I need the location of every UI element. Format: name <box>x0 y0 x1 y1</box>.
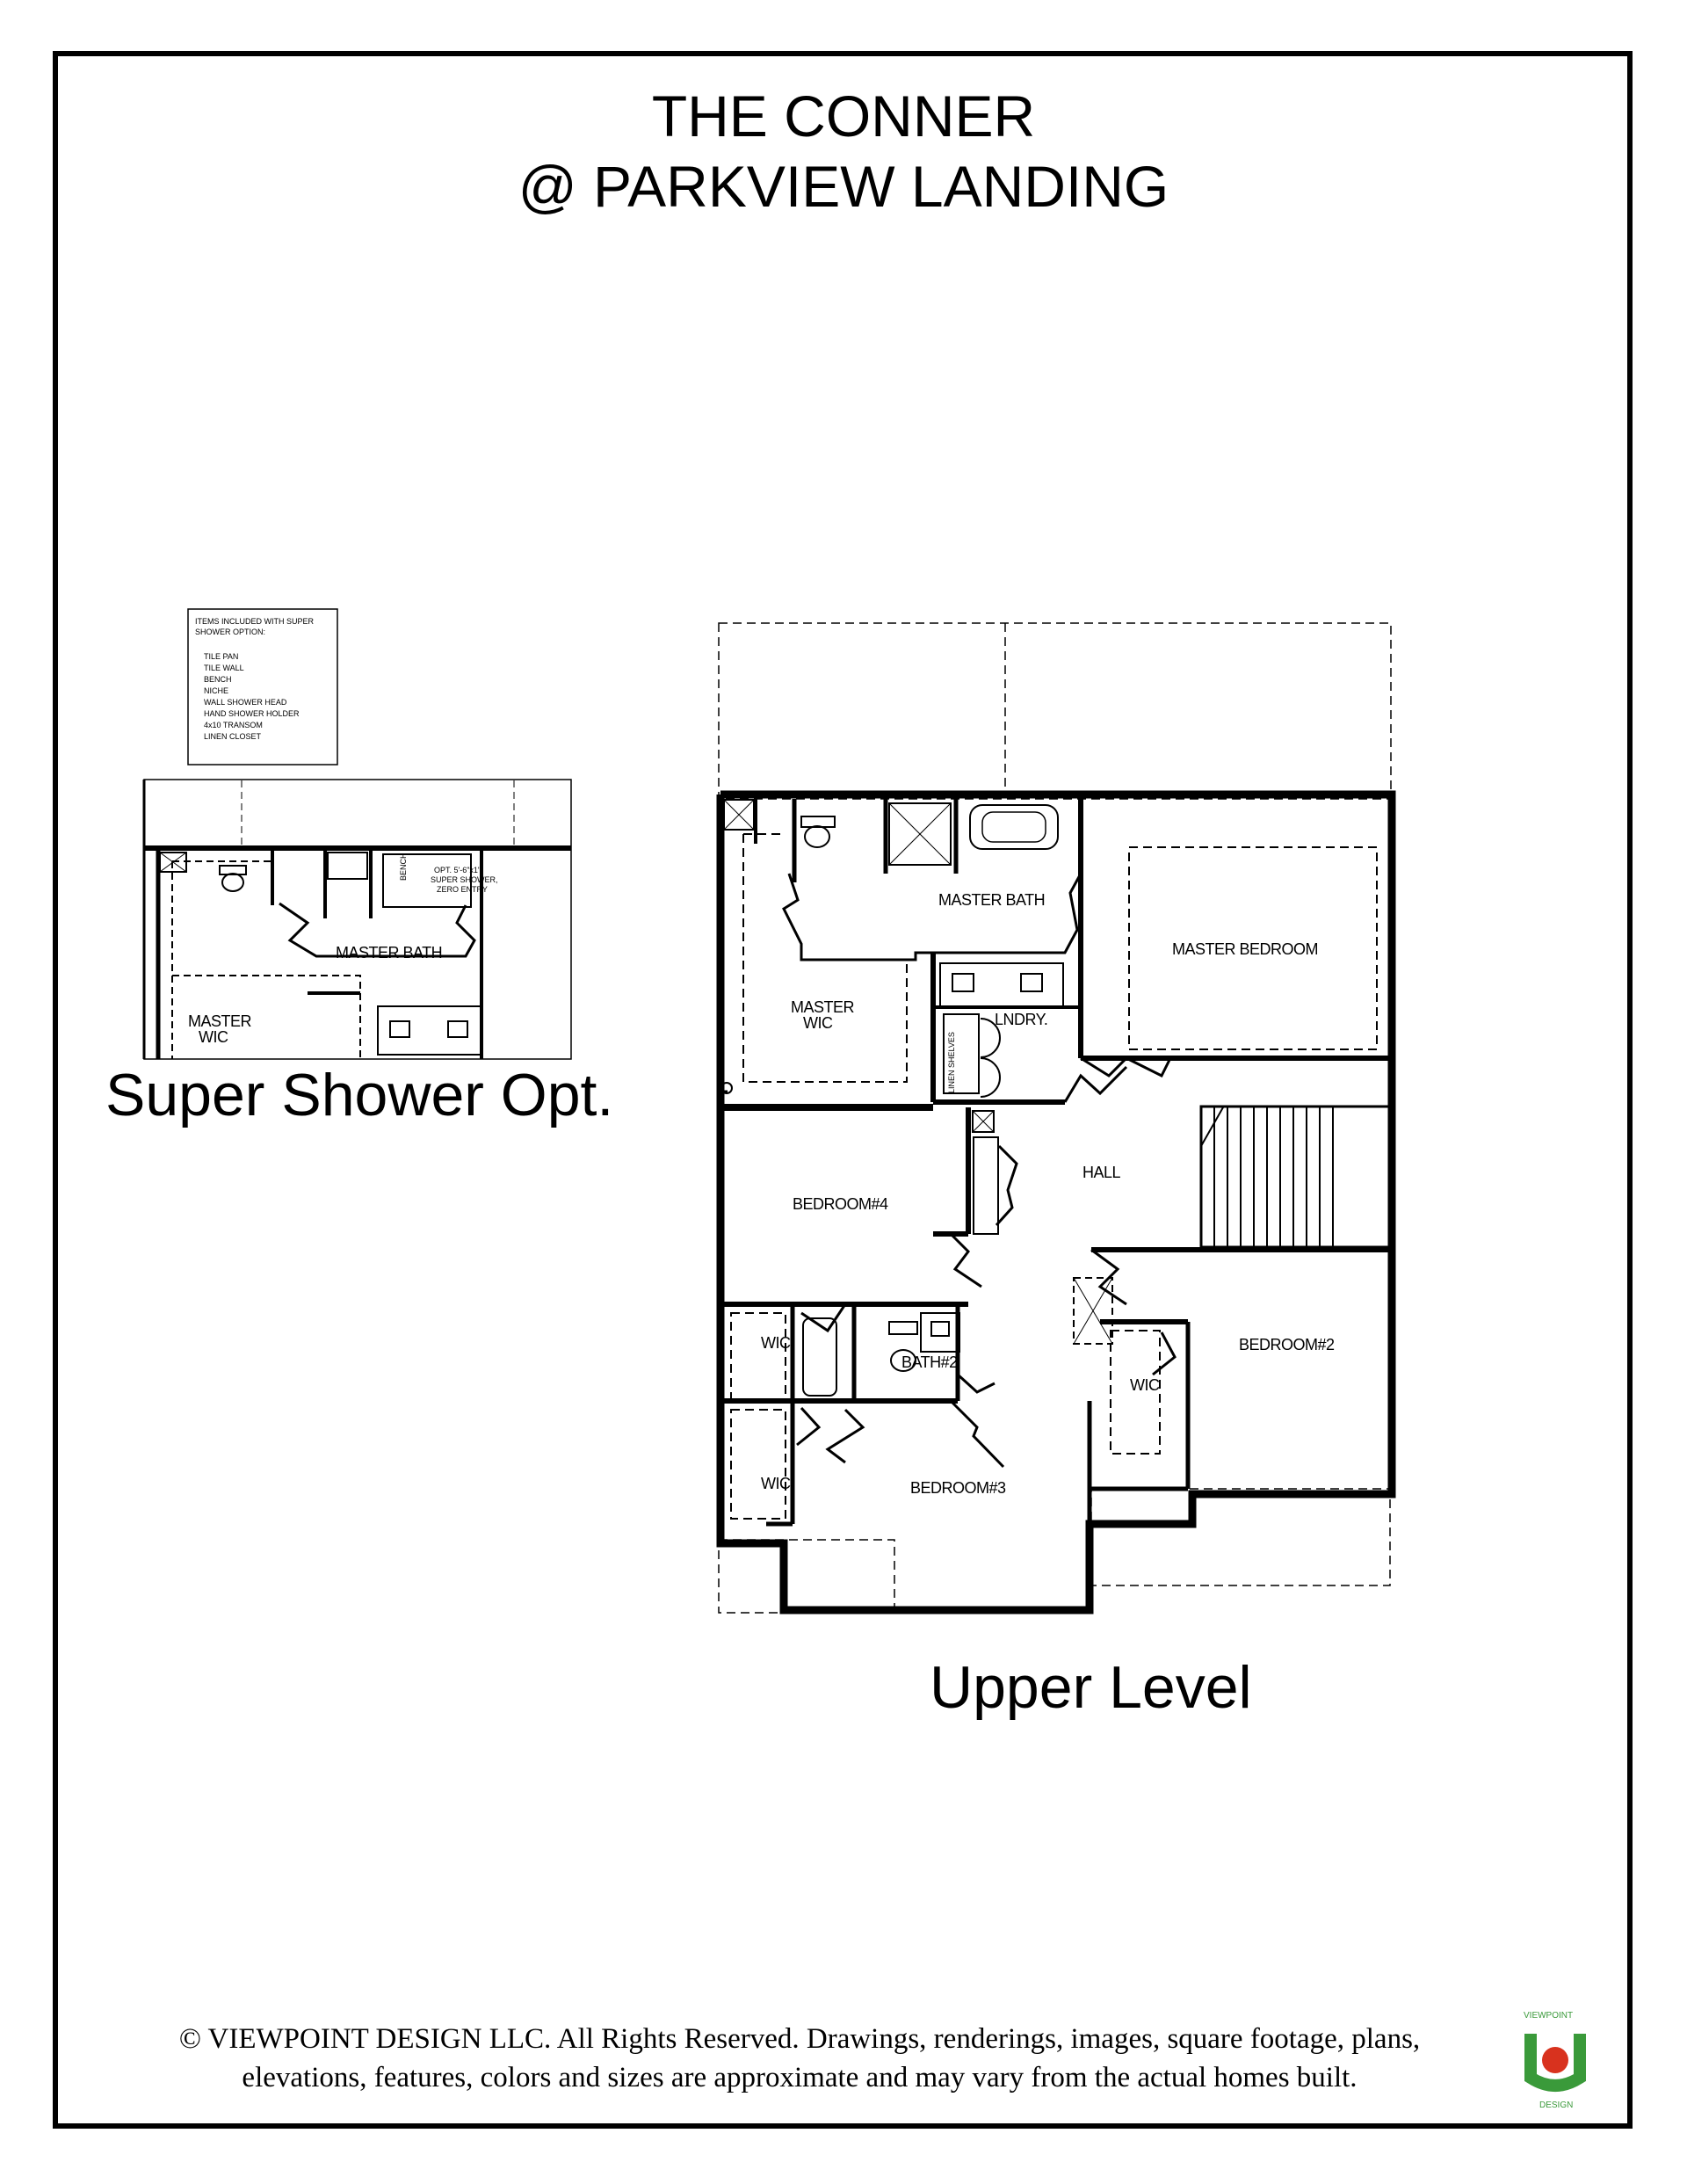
shower-label-line1: OPT. 5'-6"x1' <box>434 866 480 874</box>
note-item: TILE WALL <box>204 664 244 672</box>
room-master-bath: MASTER BATH <box>336 944 442 961</box>
room-wic-bedroom2: WIC <box>1130 1376 1160 1394</box>
note-item: BENCH <box>204 675 232 684</box>
shower-label-line2: SUPER SHOWER, <box>431 875 498 884</box>
logo-dot-icon <box>1542 2047 1568 2073</box>
room-master-bath: MASTER BATH <box>938 891 1045 909</box>
note-item: WALL SHOWER HEAD <box>204 698 287 707</box>
room-master-wic-line2: WIC <box>803 1014 833 1032</box>
super-shower-notes: ITEMS INCLUDED WITH SUPER SHOWER OPTION:… <box>187 608 338 765</box>
room-master-wic-line1: MASTER <box>791 998 855 1016</box>
plan-subtitle: @ PARKVIEW LANDING <box>518 154 1169 219</box>
room-wic-bedroom3: WIC <box>761 1475 791 1492</box>
note-item: LINEN CLOSET <box>204 732 262 741</box>
room-wic-bedroom4: WIC <box>761 1334 791 1352</box>
bench-label: BENCH <box>399 853 408 881</box>
upper-level-plan: MASTER BATH MASTER BEDROOM MASTER WIC LN… <box>716 622 1396 1614</box>
sheet-border <box>53 51 1633 2129</box>
copyright-notice: © VIEWPOINT DESIGN LLC. All Rights Reser… <box>114 2020 1485 2097</box>
note-title-line2: SHOWER OPTION: <box>195 628 265 636</box>
room-master-wic-line1: MASTER <box>188 1012 252 1030</box>
upper-level-caption: Upper Level <box>930 1654 1252 1721</box>
room-linen-shelves: LINEN SHELVES <box>947 1032 956 1093</box>
room-bedroom4: BEDROOM#4 <box>793 1195 888 1213</box>
room-master-bedroom: MASTER BEDROOM <box>1172 940 1318 958</box>
note-title-line1: ITEMS INCLUDED WITH SUPER <box>195 617 315 626</box>
note-item: 4x10 TRANSOM <box>204 721 263 729</box>
room-bedroom2: BEDROOM#2 <box>1239 1336 1335 1353</box>
note-item: TILE PAN <box>204 652 238 661</box>
plan-title: THE CONNER <box>651 83 1036 149</box>
room-bedroom3: BEDROOM#3 <box>910 1479 1006 1497</box>
room-master-wic-line2: WIC <box>199 1028 228 1046</box>
room-hall: HALL <box>1082 1164 1121 1181</box>
note-list: TILE PAN TILE WALL BENCH NICHE WALL SHOW… <box>204 652 300 741</box>
stair-treads <box>1213 1107 1334 1247</box>
note-item: NICHE <box>204 686 228 695</box>
copyright-line1: © VIEWPOINT DESIGN LLC. All Rights Reser… <box>178 2023 1421 2055</box>
logo-bottom-text: DESIGN <box>1539 2101 1573 2110</box>
room-laundry: LNDRY. <box>995 1011 1047 1028</box>
viewpoint-design-logo: VIEWPOINT DESIGN <box>1524 2011 1586 2110</box>
super-shower-plan <box>142 779 572 1060</box>
logo-frame-icon <box>1524 2034 1586 2092</box>
super-shower-inset: ITEMS INCLUDED WITH SUPER SHOWER OPTION:… <box>142 608 572 1060</box>
shower-label-line3: ZERO ENTRY <box>437 885 488 894</box>
note-item: HAND SHOWER HOLDER <box>204 709 300 718</box>
logo-top-text: VIEWPOINT <box>1524 2011 1573 2021</box>
room-bath2: BATH#2 <box>901 1353 958 1371</box>
copyright-line2: elevations, features, colors and sizes a… <box>242 2062 1358 2093</box>
super-shower-caption: Super Shower Opt. <box>105 1062 614 1128</box>
